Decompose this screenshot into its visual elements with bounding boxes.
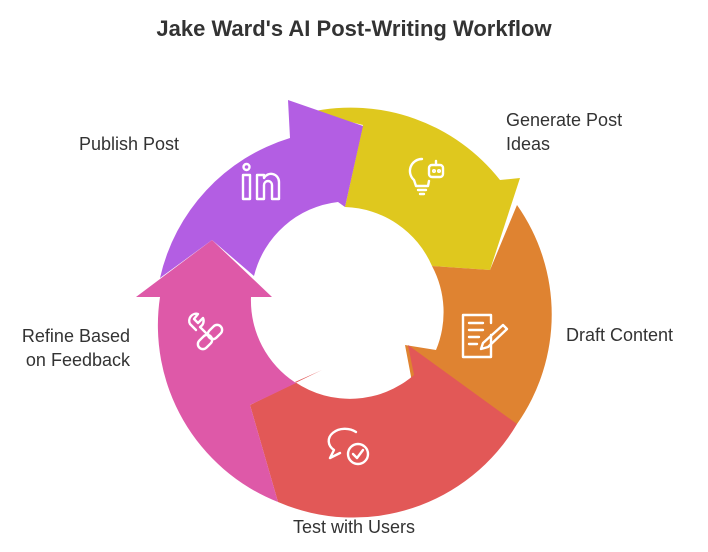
page-title: Jake Ward's AI Post-Writing Workflow — [156, 16, 552, 41]
lightbulb-robot-icon — [408, 157, 445, 196]
wrench-link-icon — [188, 312, 224, 351]
step-label-publish-post: Publish Post — [79, 134, 180, 154]
segment-generate-post-ideas — [310, 107, 520, 270]
step-label-generate-post-ideas: Generate Post Ideas — [506, 110, 623, 154]
document-pencil-icon — [461, 313, 509, 359]
segment-test-with-users — [250, 345, 517, 518]
step-label-test-with-users: Test with Users — [292, 517, 416, 537]
linkedin-icon — [241, 162, 281, 201]
step-label-refine-feedback: Refine Based on Feedback — [21, 326, 130, 370]
segment-publish-post — [160, 100, 363, 278]
step-label-draft-content: Draft Content — [566, 325, 674, 345]
chat-check-icon — [327, 427, 370, 466]
segment-refine-feedback — [136, 240, 296, 502]
